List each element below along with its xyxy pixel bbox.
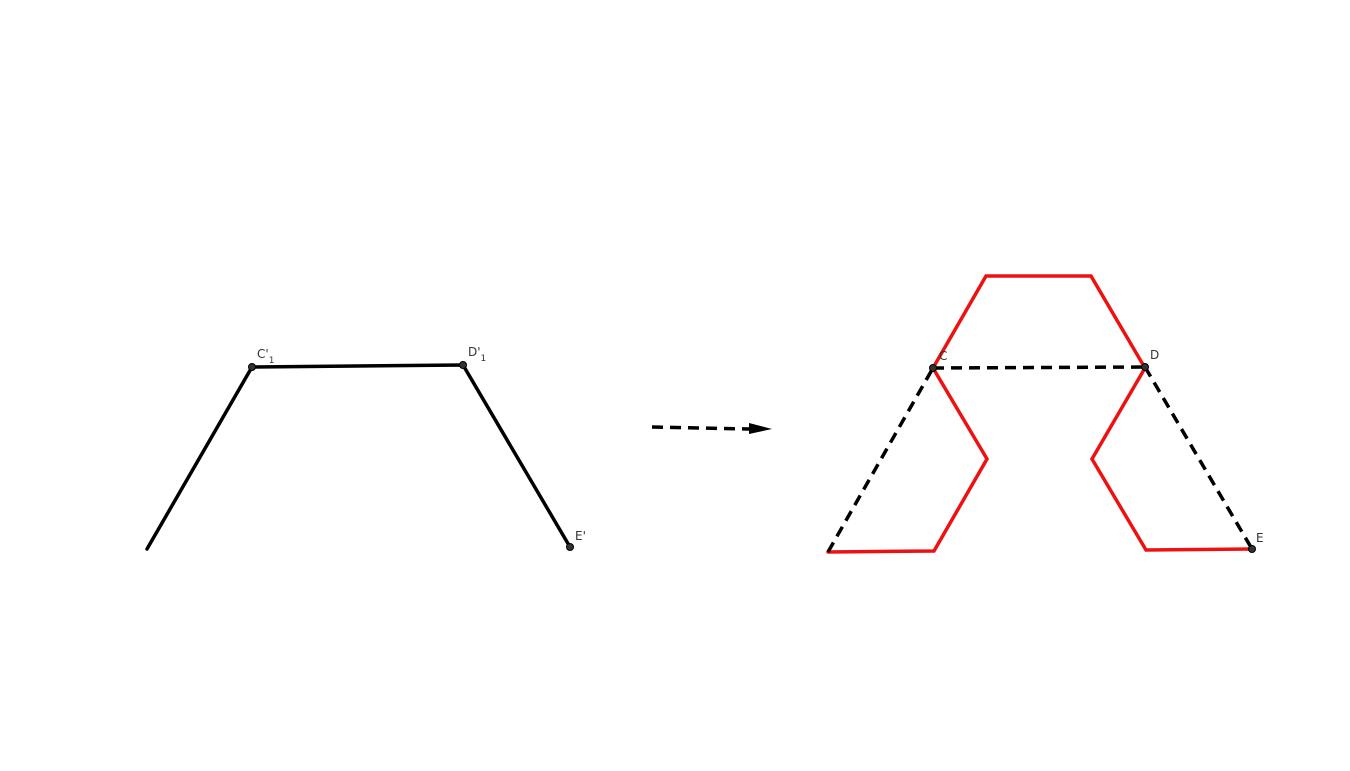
label-e: E [1256,531,1264,545]
label-c: C [939,349,947,363]
dashed-segment-d-e [1143,366,1254,550]
label-e-prime: E' [575,529,586,543]
arrow-shaft [651,425,751,431]
point-e [1248,545,1256,553]
point-c1 [248,363,256,371]
point-d1 [459,361,467,369]
point-c [929,364,937,372]
transformed-figure: C D E [826,274,1264,554]
point-d [1141,363,1149,371]
arrow-head [749,423,772,434]
label-c1: C'1 [257,347,274,366]
red-polyline [826,274,1254,554]
point-e-prime [566,543,574,551]
dashed-segment-start-c [826,367,935,553]
label-d: D [1150,348,1159,362]
label-d1: D'1 [468,345,486,364]
original-polyline [145,363,572,551]
transform-arrow [651,423,772,434]
dashed-segment-c-d [932,365,1146,370]
original-figure: C'1 D'1 E' [145,345,586,551]
